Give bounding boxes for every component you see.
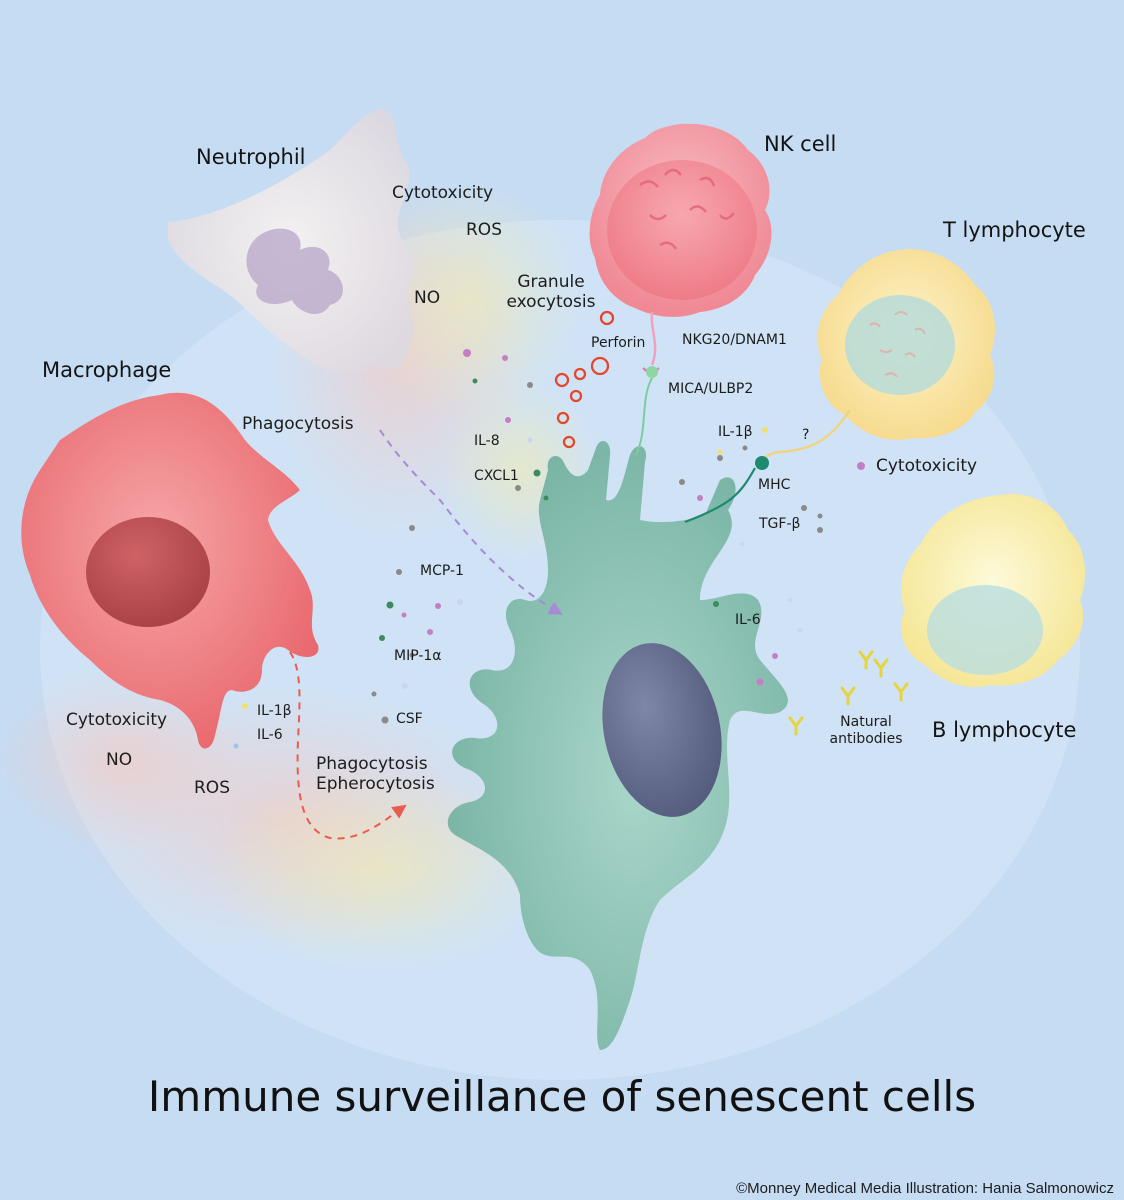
credit-line: ©Monney Medical Media Illustration: Hani… <box>736 1180 1114 1197</box>
t-cytotoxicity-label: Cytotoxicity <box>876 456 978 476</box>
granule-exocytosis-label: Granule exocytosis <box>505 272 597 313</box>
mhc-label: MHC <box>758 477 791 493</box>
neutrophil-phagocytosis-arrow <box>379 429 563 615</box>
macrophage-phagocytosis-arrow <box>289 651 407 840</box>
macrophage-ros-label: ROS <box>194 778 230 798</box>
neutrophil-no-label: NO <box>414 288 441 308</box>
nk-receptor-ligand <box>635 366 660 456</box>
macrophage-il1b-label: IL-1β <box>257 703 292 719</box>
natural-antibodies-label: Natural antibodies <box>826 714 906 748</box>
b-lymphocyte-cell <box>900 494 1086 688</box>
mhc-connection <box>684 456 769 524</box>
nk-cell <box>589 123 772 366</box>
neutrophil-nucleus <box>246 228 343 315</box>
natural-antibodies <box>788 650 909 736</box>
senescent-cell <box>447 441 788 1050</box>
cytokine-dots <box>233 349 865 749</box>
cxcl1-label: CXCL1 <box>474 468 519 484</box>
epherocytosis-label: Epherocytosis <box>316 774 435 795</box>
macrophage-il6-label: IL-6 <box>257 727 283 743</box>
t-il1b-label: IL-1β <box>718 424 753 440</box>
phagocytosis-label: Phagocytosis <box>316 754 428 774</box>
mcp1-label: MCP-1 <box>420 563 464 579</box>
antibodies-label: antibodies <box>829 730 903 747</box>
granule-label: Granule <box>517 272 585 292</box>
t-nucleus <box>845 295 955 395</box>
macrophage-label: Macrophage <box>42 358 172 382</box>
macrophage-cytotoxicity-label: Cytotoxicity <box>66 710 168 730</box>
neutrophil-label: Neutrophil <box>196 145 306 169</box>
b-nucleus <box>927 585 1043 675</box>
natural-label: Natural <box>840 714 892 730</box>
exocytosis-label: exocytosis <box>506 292 596 313</box>
neutrophil-cell <box>168 109 414 376</box>
macrophage-nucleus <box>86 517 210 627</box>
ligand-label: MICA/ULBP2 <box>668 381 754 397</box>
il6-label: IL-6 <box>735 612 761 628</box>
csf-label: CSF <box>396 711 423 727</box>
macrophage-cell <box>21 392 319 749</box>
b-lymphocyte-label: B lymphocyte <box>932 718 1077 742</box>
perforin-granules <box>554 310 615 449</box>
nk-nucleus <box>607 160 757 300</box>
t-lymphocyte-cell <box>759 249 995 464</box>
macrophage-no-label: NO <box>106 750 133 770</box>
t-lymphocyte-label: T lymphocyte <box>943 218 1086 242</box>
nk-cell-label: NK cell <box>764 132 837 156</box>
neutrophil-phagocytosis-label: Phagocytosis <box>242 414 354 434</box>
mip1a-label: MIP-1α <box>394 648 442 664</box>
tgfb-label: TGF-β <box>759 516 801 532</box>
neutrophil-cytotoxicity-label: Cytotoxicity <box>392 183 494 203</box>
diagram-title: Immune surveillance of senescent cells <box>147 1072 977 1121</box>
perforin-label: Perforin <box>591 335 646 351</box>
question-mark-label: ? <box>802 427 810 443</box>
macrophage-phagocytosis-label: Phagocytosis Epherocytosis <box>316 754 435 795</box>
senescent-nucleus <box>602 643 722 817</box>
receptor-label: NKG20/DNAM1 <box>682 332 787 348</box>
il8-label: IL-8 <box>474 433 500 449</box>
neutrophil-ros-label: ROS <box>466 220 502 240</box>
